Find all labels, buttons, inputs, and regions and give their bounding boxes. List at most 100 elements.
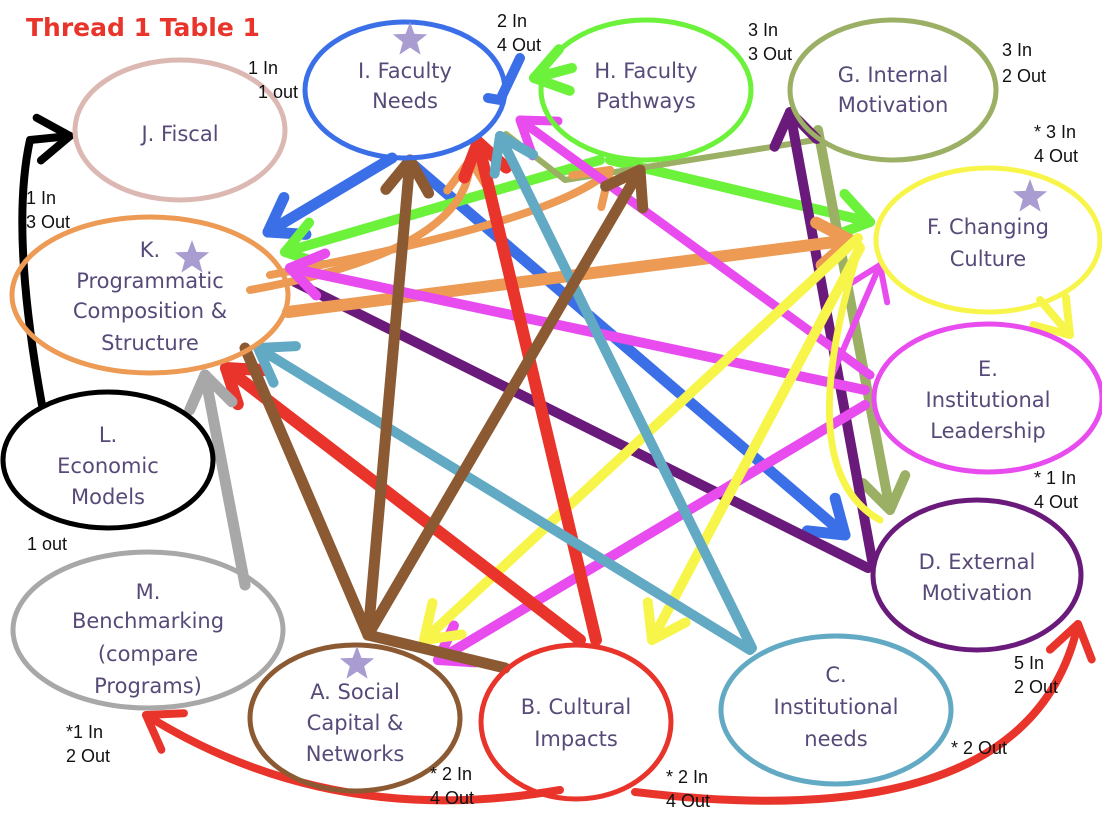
node-m-ellipse xyxy=(10,549,286,711)
node-a-label: Capital & xyxy=(307,711,404,735)
arrowhead-blue-1 xyxy=(801,492,851,541)
node-g-ellipse xyxy=(787,17,999,163)
arrow-magenta-16 xyxy=(827,262,883,383)
node-m-label: Programs) xyxy=(94,674,202,698)
arrow-brown-29 xyxy=(239,342,374,641)
arrow-teal-26 xyxy=(495,131,757,653)
star-icon xyxy=(339,646,375,679)
count-label-g2: 2 Out xyxy=(1002,66,1046,86)
node-b-ellipse xyxy=(478,642,674,802)
node-c-label: C. xyxy=(825,663,846,687)
arrow-yellow-19 xyxy=(1036,296,1074,339)
star-icon xyxy=(1012,179,1048,212)
count-label-e: 4 Out xyxy=(1034,492,1078,512)
arrow-brown-30 xyxy=(362,629,511,674)
star-icon xyxy=(392,22,428,55)
node-d-label: D. External xyxy=(919,550,1036,574)
node-a-label: A. Social xyxy=(310,680,400,704)
count-label-h: 2 In xyxy=(497,11,527,31)
node-a-label: Networks xyxy=(306,742,405,766)
arrowhead-black-32 xyxy=(32,113,74,165)
arrowhead-red-24 xyxy=(1045,620,1096,664)
count-label-j: 3 Out xyxy=(26,212,70,232)
arrowhead-green-5 xyxy=(829,188,875,241)
node-c-label: Institutional xyxy=(774,695,899,719)
arrowhead-orange-12 xyxy=(568,166,614,211)
arrowhead-brown-28 xyxy=(600,164,649,214)
count-label-i: 1 In xyxy=(248,58,278,78)
arrow-red-21 xyxy=(472,136,602,646)
arrowhead-blue-0 xyxy=(262,192,312,240)
arrow-red-22 xyxy=(220,362,586,646)
node-e-ellipse xyxy=(871,321,1102,475)
count-label-g: 3 Out xyxy=(748,44,792,64)
arrowhead-magenta-15 xyxy=(515,115,563,161)
arrowhead-magenta-16 xyxy=(844,262,891,306)
node-e-label: Leadership xyxy=(930,419,1045,443)
node-f-label: F. Changing xyxy=(927,215,1049,239)
node-h-label: Pathways xyxy=(596,89,696,113)
arrowhead-teal-26 xyxy=(489,131,539,179)
node-layer xyxy=(0,17,1102,802)
node-j-ellipse xyxy=(72,57,288,203)
node-k-label: Structure xyxy=(101,331,199,355)
arrowhead-yellow-19 xyxy=(1029,293,1074,339)
node-g-label: Motivation xyxy=(838,93,949,117)
node-c-label: needs xyxy=(804,727,867,751)
arrowhead-olive-7 xyxy=(858,470,911,515)
node-m-label: (compare xyxy=(98,642,198,666)
arrow-green-5 xyxy=(605,155,875,227)
arrowhead-teal-25 xyxy=(253,341,301,388)
node-c-ellipse xyxy=(718,633,954,787)
count-label-g: 3 In xyxy=(748,20,778,40)
node-d-ellipse xyxy=(870,497,1084,653)
count-label-d: 5 In xyxy=(1014,653,1044,673)
count-label-b: 4 Out xyxy=(666,791,710,811)
count-label-m: *1 In xyxy=(66,722,103,742)
arrow-yellow-20 xyxy=(825,241,884,524)
arrow-layer xyxy=(18,44,1096,805)
node-m-label: Benchmarking xyxy=(72,609,224,633)
arrow-red-24 xyxy=(631,620,1082,805)
node-l-ellipse xyxy=(0,389,216,531)
arrow-magenta-13 xyxy=(285,263,870,395)
count-label-g2: 3 In xyxy=(1002,40,1032,60)
count-label-a: * 2 In xyxy=(430,764,472,784)
count-label-f: 4 Out xyxy=(1034,146,1078,166)
arrow-blue-0 xyxy=(262,152,398,238)
node-h-label: H. Faculty xyxy=(594,59,697,83)
arrow-black-32 xyxy=(18,132,74,409)
node-f-label: Culture xyxy=(950,247,1026,271)
node-m-label: M. xyxy=(136,580,161,604)
node-k-label: Programmatic xyxy=(76,269,224,293)
node-e-label: Institutional xyxy=(926,388,1051,412)
node-i-label: Needs xyxy=(372,89,438,113)
arrowhead-yellow-18 xyxy=(642,597,691,645)
arrow-gray-31 xyxy=(199,369,251,591)
arrow-brown-27 xyxy=(362,154,416,641)
node-k-ellipse xyxy=(9,214,291,376)
arrow-magenta-14 xyxy=(433,400,870,665)
node-i-label: I. Faculty xyxy=(358,59,452,83)
count-label-e: * 1 In xyxy=(1034,468,1076,488)
count-label-a: 4 Out xyxy=(430,788,474,808)
arrowhead-yellow-17 xyxy=(419,597,467,645)
node-k-label: Composition & xyxy=(73,299,227,323)
node-b-label: B. Cultural xyxy=(521,695,631,719)
node-l-label: Models xyxy=(71,485,145,509)
node-j-label: J. Fiscal xyxy=(139,122,218,146)
node-f-ellipse xyxy=(873,165,1102,315)
node-d-label: Motivation xyxy=(922,581,1033,605)
diagram-title: Thread 1 Table 1 xyxy=(26,13,260,42)
arrowhead-red-23 xyxy=(142,709,188,754)
arrow-yellow-18 xyxy=(647,243,865,645)
count-label-m: 2 Out xyxy=(66,746,110,766)
count-label-i: 1 out xyxy=(258,82,298,102)
node-l-label: L. xyxy=(99,423,117,447)
node-e-label: E. xyxy=(978,357,998,381)
node-k-label: K. xyxy=(140,238,160,262)
node-l-label: Economic xyxy=(57,454,159,478)
count-label-j: 1 In xyxy=(26,188,56,208)
